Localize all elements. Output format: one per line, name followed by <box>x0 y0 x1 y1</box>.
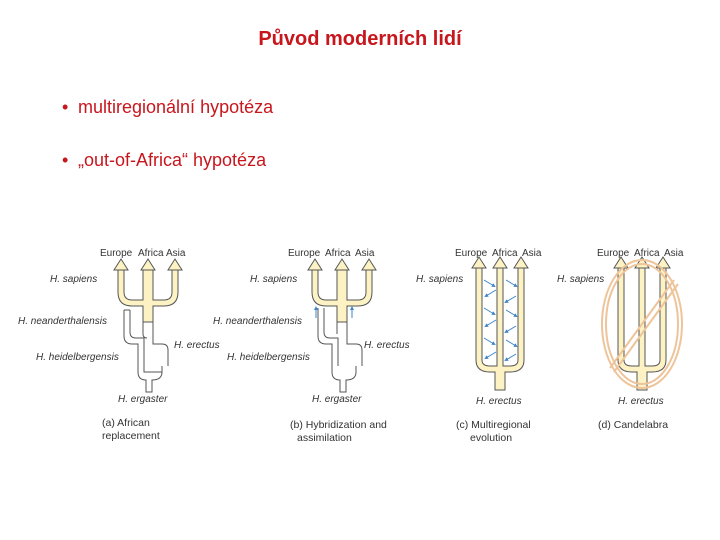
caption-d-line1: (d) Candelabra <box>598 419 668 431</box>
label-ergaster: H. ergaster <box>118 394 168 405</box>
region-asia: Asia <box>355 248 375 259</box>
region-africa: Africa <box>138 248 164 259</box>
label-ergaster: H. ergaster <box>312 394 362 405</box>
label-erectus: H. erectus <box>618 396 664 407</box>
caption-b-line2: assimilation <box>297 432 352 444</box>
region-africa: Africa <box>634 248 660 259</box>
panel-c-multiregional: Europe Africa Asia H. sapiens H. erectus… <box>416 248 542 444</box>
label-erectus: H. erectus <box>174 340 220 351</box>
trident-branch <box>472 257 528 390</box>
label-sapiens: H. sapiens <box>416 274 463 285</box>
label-neanderthalensis: H. neanderthalensis <box>18 316 107 327</box>
region-europe: Europe <box>597 248 630 259</box>
caption-c-line2: evolution <box>470 432 512 444</box>
label-neanderthalensis: H. neanderthalensis <box>213 316 302 327</box>
label-erectus: H. erectus <box>364 340 410 351</box>
caption-a-line2: replacement <box>102 430 160 442</box>
label-sapiens: H. sapiens <box>250 274 297 285</box>
region-africa: Africa <box>325 248 351 259</box>
caption-b-line1: (b) Hybridization and <box>290 419 387 431</box>
region-europe: Europe <box>455 248 488 259</box>
region-europe: Europe <box>100 248 133 259</box>
label-heidelbergensis: H. heidelbergensis <box>227 352 310 363</box>
panel-d-candelabra: Europe Africa Asia H. sapiens H. erectus… <box>557 248 684 431</box>
label-erectus: H. erectus <box>476 396 522 407</box>
region-asia: Asia <box>664 248 684 259</box>
panel-a-african-replacement: Europe Africa Asia H. sapiens H. neander… <box>18 248 220 442</box>
caption-c-line1: (c) Multiregional <box>456 419 531 431</box>
label-heidelbergensis: H. heidelbergensis <box>36 352 119 363</box>
region-arrows <box>114 259 182 270</box>
caption-a-line1: (a) African <box>102 417 150 429</box>
panel-b-hybridization: Europe Africa Asia H. sapiens H. neander… <box>213 248 410 444</box>
region-asia: Asia <box>522 248 542 259</box>
region-europe: Europe <box>288 248 321 259</box>
label-sapiens: H. sapiens <box>557 274 604 285</box>
region-africa: Africa <box>492 248 518 259</box>
sapiens-branch <box>118 270 178 322</box>
label-sapiens: H. sapiens <box>50 274 97 285</box>
region-asia: Asia <box>166 248 186 259</box>
